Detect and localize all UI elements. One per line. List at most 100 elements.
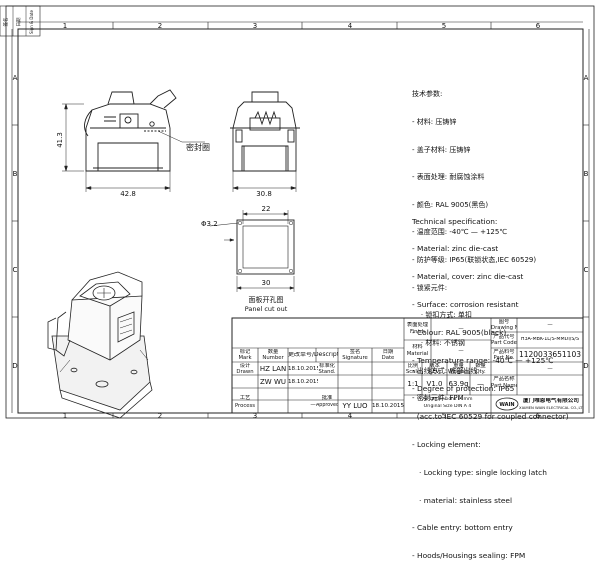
tb-process-val: — bbox=[310, 402, 316, 408]
grid-col-1-bottom: 1 bbox=[63, 412, 67, 420]
grid-row-b-right: B bbox=[584, 170, 589, 178]
spec-en-line: Technical specification: bbox=[412, 216, 498, 226]
spec-en-line: - Temperature range: -40℃ — +125℃ bbox=[412, 356, 554, 366]
panel-cutout bbox=[236, 219, 295, 275]
tb-approved-date: 18.10.2015 bbox=[372, 403, 404, 409]
tb-surface-en: Finish bbox=[409, 329, 426, 335]
side-width-dim: 42.8 bbox=[120, 190, 136, 198]
grid-ticks bbox=[11, 21, 590, 418]
spec-cn-line: · 材料: 不锈钢 bbox=[412, 338, 465, 347]
company-logo: WAIN bbox=[495, 397, 519, 411]
tb-drawn-date: 18.10.2015 bbox=[288, 366, 318, 372]
spec-en-line: - Material, cover: zinc die-cast bbox=[412, 272, 524, 282]
tb-part-code-en: Part Code bbox=[491, 340, 517, 346]
grid-col-4-bottom: 4 bbox=[348, 412, 353, 420]
side-view-dimensions bbox=[62, 103, 205, 192]
outer-frame bbox=[5, 5, 595, 419]
tb-part-code-cn: 产品代号 bbox=[493, 334, 515, 340]
stamp-date: 日期 bbox=[16, 17, 22, 26]
tb-surface-cn: 表面处理 bbox=[406, 322, 429, 328]
tb-scale-en: Scale bbox=[405, 369, 421, 375]
cutout-title-cn: 面板开孔图 bbox=[249, 295, 284, 304]
tb-mark-en: Mark bbox=[238, 355, 252, 361]
tb-checked-date: 18.10.2015 bbox=[288, 379, 318, 385]
spec-cn-line: - 材料: 压铸锌 bbox=[412, 118, 457, 127]
spec-cn: 技术参数: - 材料: 压铸锌 - 盖子材料: 压铸锌 - 表面处理: 耐腐蚀涂… bbox=[412, 72, 536, 413]
spec-en-line: - Cable entry: bottom entry bbox=[412, 523, 513, 533]
grid-row-d: D bbox=[12, 362, 17, 370]
cut-width-dim: 22 bbox=[262, 205, 271, 213]
logo-text: WAIN bbox=[499, 402, 514, 408]
spec-cn-line: - 表面处理: 耐腐蚀涂料 bbox=[412, 173, 485, 182]
spec-en-line: - Hoods/Housings sealing: FPM bbox=[412, 551, 526, 561]
tb-process-en: Process bbox=[234, 403, 256, 409]
tb-material-val: — bbox=[458, 348, 464, 354]
isometric-view bbox=[47, 271, 153, 419]
tb-qty-cn: 数量 bbox=[475, 363, 486, 369]
spec-en-line: - Colour: RAL 9005(black) bbox=[412, 328, 507, 338]
tb-surface-val: — bbox=[458, 326, 464, 332]
tb-dim-note-2: Original Size DIN A 4 bbox=[423, 404, 472, 409]
stamp-sign: 签名 bbox=[2, 18, 9, 27]
tb-checked-cn: 标准化 bbox=[319, 363, 335, 369]
spec-en-line: - Material: zinc die-cast bbox=[412, 244, 499, 254]
grid-col-3: 3 bbox=[253, 22, 257, 30]
tb-number-cn: 数量 bbox=[267, 349, 279, 355]
tb-sign-cn: 签名 bbox=[349, 349, 361, 355]
front-width-dim: 30.8 bbox=[256, 190, 272, 198]
tb-drawn-by: HZ LAN bbox=[259, 365, 287, 373]
spec-en-line: - Locking element: bbox=[412, 439, 481, 449]
grid-col-6-bottom: 6 bbox=[536, 412, 541, 420]
cut-height-dim: 30 bbox=[262, 279, 271, 287]
spec-en-line: - Surface: corrosion resistant bbox=[412, 300, 519, 310]
tb-drawn-cn: 设计 bbox=[239, 363, 251, 369]
tb-material-cn: 材料 bbox=[412, 344, 423, 350]
side-height-dim: 41.3 bbox=[56, 132, 64, 148]
cutout-title-en: Panel cut out bbox=[245, 305, 288, 313]
spec-en-line: (acc.to IEC 60529 for coupled connector) bbox=[412, 411, 569, 421]
grid-row-a: A bbox=[13, 74, 18, 82]
grid-row-b: B bbox=[13, 170, 18, 178]
tb-rev-en: REV. bbox=[428, 369, 441, 375]
tb-part-name-val: — bbox=[547, 366, 553, 372]
tb-part-name-cn: 产品名称 bbox=[493, 376, 515, 382]
tb-drawing-no-cn: 图号 bbox=[498, 319, 510, 325]
tb-part-code-val: H3A-MBK-1L/S-MMDI/S/S bbox=[520, 337, 580, 342]
tb-weight-en: Weights bbox=[447, 369, 470, 375]
tb-scale-cn: 比例 bbox=[407, 363, 419, 369]
grid-row-d-right: D bbox=[583, 362, 588, 370]
spec-en-line: · material: stainless steel bbox=[412, 495, 512, 505]
tb-material-en: Material bbox=[406, 351, 429, 357]
tb-company-en: XIAMEN WAIN ELECTRICAL CO.,LTD bbox=[519, 405, 583, 410]
cut-hole-dim: Φ3.2 bbox=[201, 220, 218, 228]
grid-col-1: 1 bbox=[63, 22, 67, 30]
tb-drawing-no-en: Drawing No. bbox=[491, 325, 517, 331]
grid-col-5: 5 bbox=[442, 22, 446, 30]
tb-date-en: Date bbox=[381, 355, 395, 361]
tb-number-en: Number bbox=[262, 355, 284, 361]
grid-row-a-right: A bbox=[584, 74, 589, 82]
spec-cn-line: - 温度范围: -40℃ — +125℃ bbox=[412, 228, 508, 237]
tb-qty-en: Qty. bbox=[475, 369, 486, 375]
grid-col-5-bottom: 5 bbox=[442, 412, 446, 420]
spec-cn-line: - 密封元件: FPM bbox=[412, 394, 464, 403]
tb-approved-by: YY LUO bbox=[342, 402, 368, 410]
front-view-dimensions bbox=[232, 171, 297, 192]
tb-weight-cn: 重量 bbox=[453, 363, 464, 369]
tb-company-cn: 厦门唯恩电气有限公司 bbox=[523, 398, 579, 404]
spec-cn-line: 技术参数: bbox=[412, 90, 443, 99]
tb-date-cn: 日期 bbox=[382, 349, 394, 355]
spec-cn-line: - 盖子材料: 压铸锌 bbox=[412, 145, 471, 154]
panel-cutout-dimensions bbox=[209, 210, 295, 292]
tb-drawn-en: Drawn bbox=[236, 369, 254, 375]
grid-row-c: C bbox=[13, 266, 18, 274]
grid-col-2: 2 bbox=[158, 22, 162, 30]
front-view bbox=[230, 91, 300, 172]
stamp-sign-date: Sign & Date bbox=[29, 9, 34, 33]
spec-cn-line: - 锁紧元件: bbox=[412, 283, 448, 292]
side-view bbox=[84, 89, 177, 172]
grid-col-3-bottom: 3 bbox=[253, 412, 257, 420]
spec-cn-line: · 锁扣方式: 单扣 bbox=[412, 311, 472, 320]
tb-dim-note-1: All Dimensions in mm bbox=[422, 397, 473, 402]
grid-col-2-bottom: 2 bbox=[158, 412, 162, 420]
